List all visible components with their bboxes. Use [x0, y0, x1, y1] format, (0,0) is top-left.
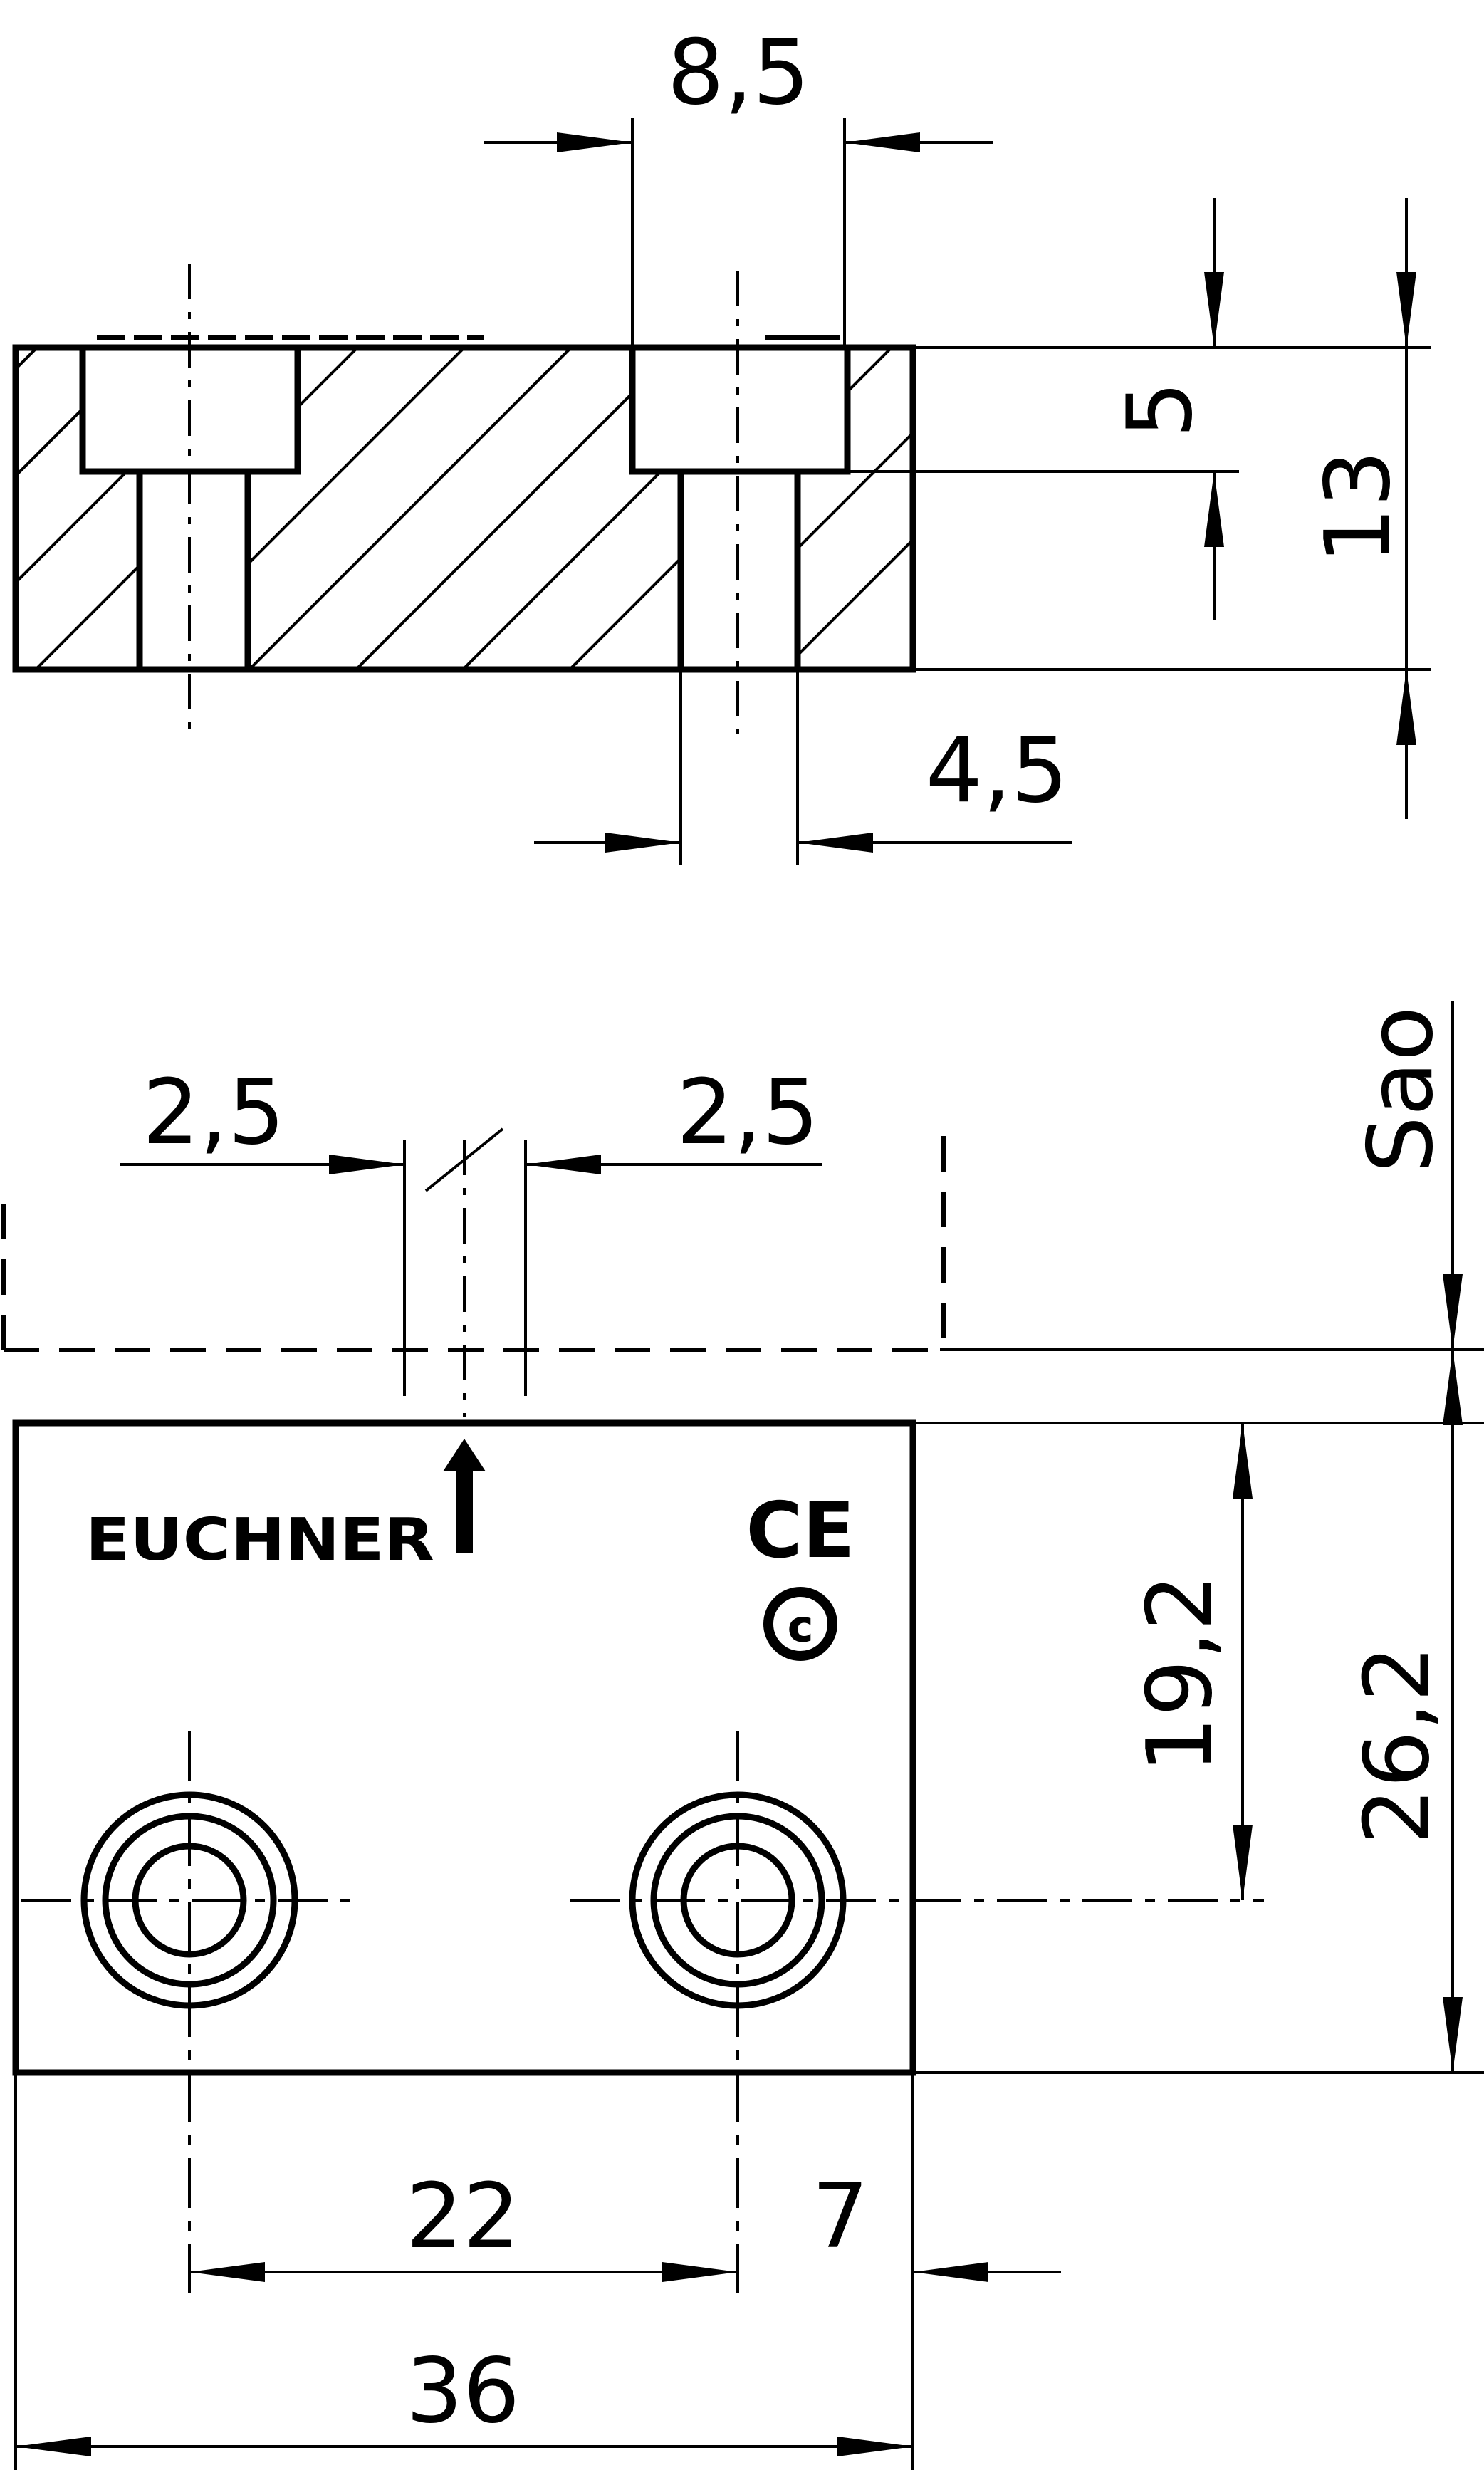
euchner-logo: EUCHNER: [85, 1506, 434, 1574]
approval-mark-icon: c: [763, 1587, 837, 1661]
section-hatching: [16, 348, 913, 669]
actuation-direction-arrow: [443, 1439, 486, 1553]
dim-hole-diameter: [534, 669, 1072, 865]
dim-label-hole-height: 19,2: [1127, 1574, 1232, 1774]
front-outline: [12, 1419, 916, 2076]
dim-label-edge-offset: 7: [812, 2164, 869, 2268]
dim-hole-height: [913, 1422, 1484, 1900]
dim-counterbore-depth: [847, 198, 1431, 620]
dim-hole-spacing: [189, 2073, 1061, 2470]
dim-total-height: [913, 198, 1431, 819]
front-view: c: [1, 1001, 1484, 2470]
dim-label-sao: Sao: [1348, 1006, 1453, 1173]
dim-total-width: [14, 2073, 913, 2470]
dim-actuation-offset: [120, 1127, 822, 1396]
dim-label-total-width: 36: [406, 2338, 520, 2443]
dim-label-counterbore-depth: 5: [1107, 381, 1212, 438]
dim-front-total-height: [913, 1350, 1484, 2074]
svg-text:c: c: [788, 1602, 813, 1652]
ce-mark: CE: [746, 1486, 855, 1575]
dim-label-front-total-height: 26,2: [1344, 1645, 1449, 1845]
dim-label-total-height: 13: [1305, 450, 1410, 564]
dim-bore-width: [484, 118, 993, 348]
dim-label-offset-right: 2,5: [676, 1060, 819, 1164]
dim-label-hole-diameter: 4,5: [926, 718, 1068, 823]
dim-sao: [1443, 1001, 1463, 1350]
section-view: [12, 118, 1431, 865]
dim-label-offset-left: 2,5: [142, 1060, 285, 1164]
dim-label-bore-width: 8,5: [667, 20, 810, 125]
counterbore-right: [629, 344, 851, 475]
dim-label-hole-spacing: 22: [406, 2164, 520, 2268]
section-outline: [12, 344, 916, 673]
